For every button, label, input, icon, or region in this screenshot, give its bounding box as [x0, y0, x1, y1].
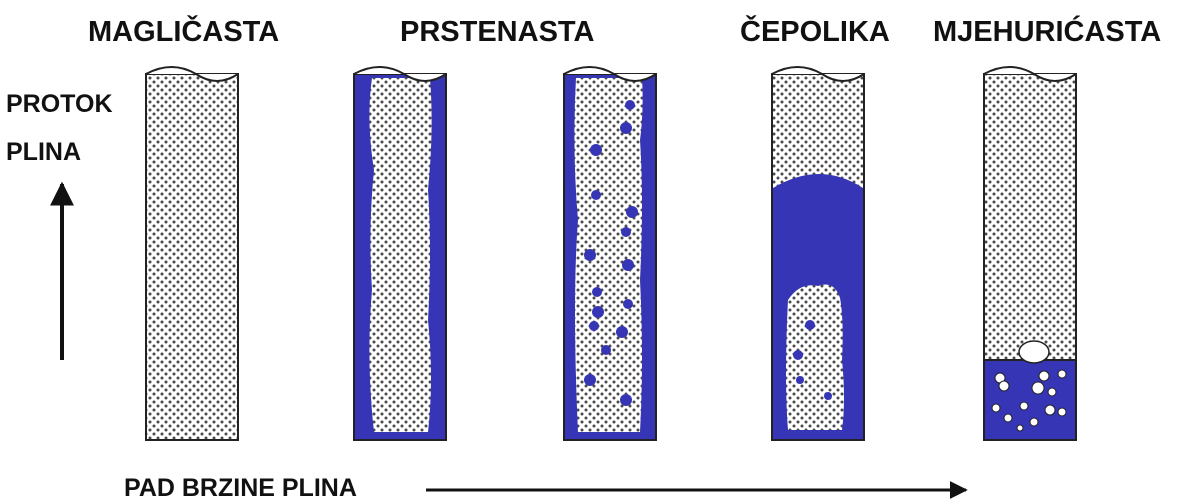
tube-cepolika-top-edge: [771, 66, 865, 82]
tube-prstenasta-2-gas-core: [574, 78, 643, 432]
regime-title-cepolika: ČEPOLIKA: [740, 16, 890, 48]
tube-maglicasta-body: [145, 73, 239, 441]
tube-prstenasta-2: [563, 66, 657, 441]
tube-cepolika: [771, 66, 865, 441]
tube-prstenasta-1-gas-core: [369, 78, 432, 432]
tube-prstenasta-1-top-edge: [353, 66, 447, 82]
axis-y-label-line2: PLINA: [6, 138, 81, 166]
tube-maglicasta: [145, 66, 239, 441]
tube-prstenasta-1: [353, 66, 447, 441]
tube-mjehuricasta: [983, 66, 1077, 441]
tube-mjehuricasta-bubbles: [991, 369, 1067, 432]
regime-title-mjehuricasta: MJEHURIĆASTA: [933, 16, 1162, 48]
tube-maglicasta-top-edge: [145, 66, 239, 82]
tube-prstenasta-2-top-edge: [563, 66, 657, 82]
regime-title-prstenasta: PRSTENASTA: [400, 16, 595, 48]
tube-cepolika-droplets: [793, 320, 832, 400]
axis-x-label: PAD BRZINE PLINA: [124, 474, 357, 502]
tube-mjehuricasta-rising-bubble: [1018, 340, 1050, 364]
tube-cepolika-gas-top: [773, 75, 863, 188]
regime-title-maglicasta: MAGLIČASTA: [88, 16, 280, 48]
tube-mjehuricasta-top-edge: [983, 66, 1077, 82]
tube-prstenasta-2-droplets: [584, 100, 638, 406]
axis-y-label-line1: PROTOK: [6, 90, 113, 118]
